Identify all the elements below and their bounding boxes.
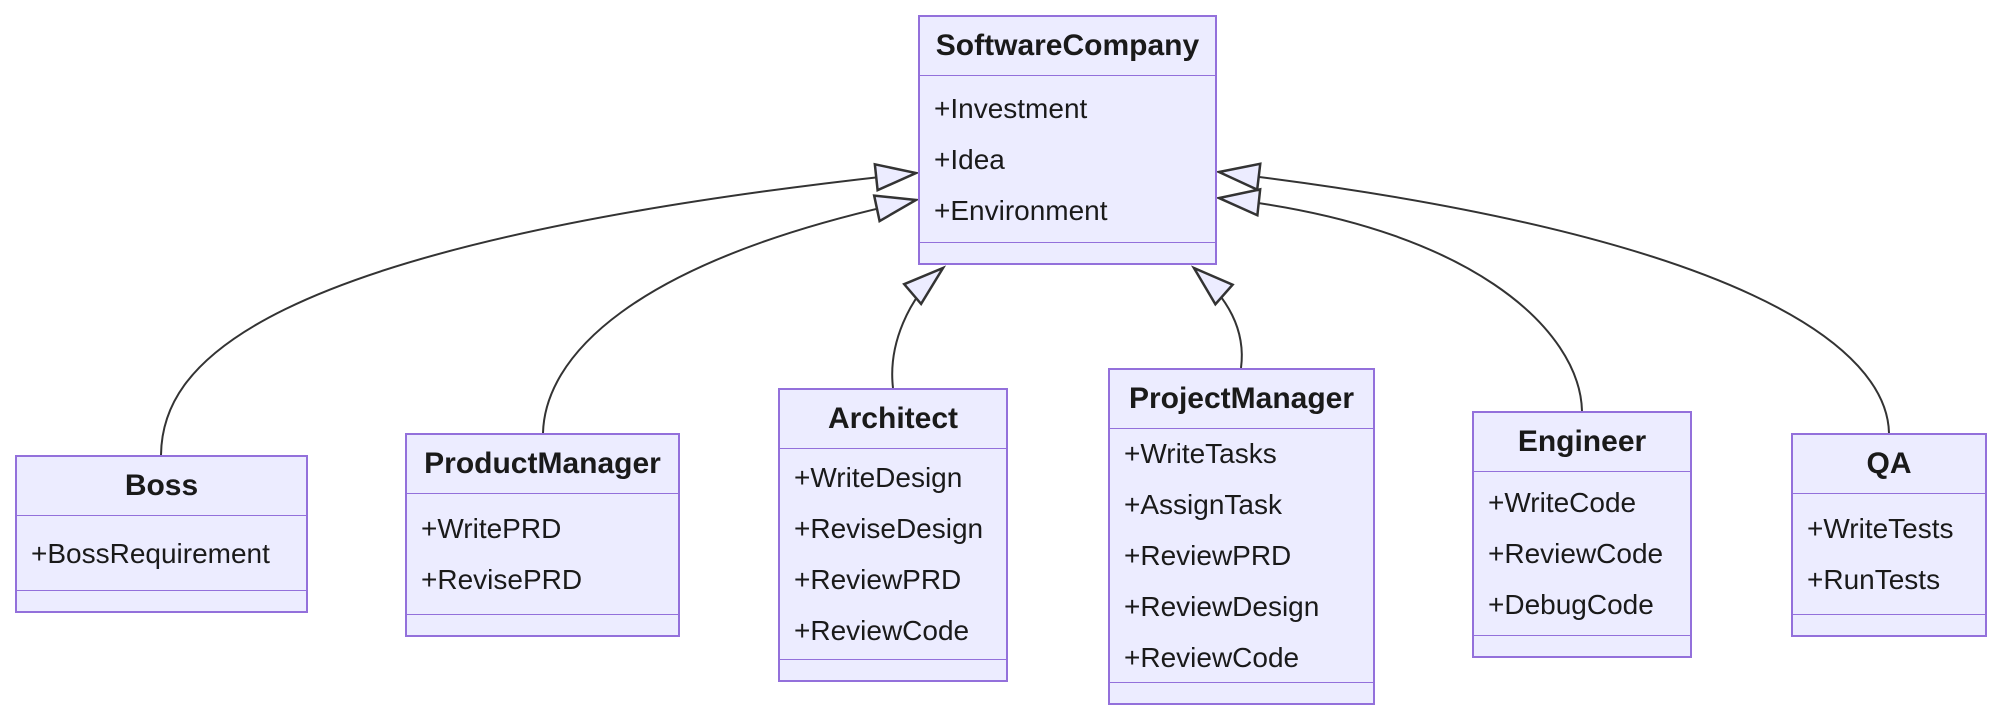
edge-architect-softwarecompany	[891, 268, 943, 389]
class-methods-empty	[1474, 635, 1690, 656]
class-title: Boss	[17, 457, 306, 516]
class-attributes: +WriteTests +RunTests	[1793, 494, 1985, 614]
class-attribute: +AssignTask	[1124, 489, 1282, 520]
class-engineer: Engineer +WriteCode +ReviewCode +DebugCo…	[1472, 411, 1692, 658]
class-attribute: +ReviewDesign	[1124, 591, 1320, 622]
class-qa: QA +WriteTests +RunTests	[1791, 433, 1987, 637]
edge-productmanager-softwarecompany	[542, 200, 916, 434]
class-title: Engineer	[1474, 413, 1690, 472]
class-attribute: +RunTests	[1807, 564, 1941, 595]
class-attribute: +WriteTests	[1807, 513, 1954, 544]
class-title: SoftwareCompany	[920, 17, 1215, 76]
class-methods-empty	[407, 614, 678, 635]
class-attribute: +WriteDesign	[794, 462, 963, 493]
edge-projectmanager-softwarecompany	[1194, 268, 1243, 369]
class-attribute: +ReviseDesign	[794, 513, 984, 544]
class-attribute: +BossRequirement	[31, 537, 270, 569]
class-attribute: +ReviewPRD	[794, 564, 962, 595]
edge-boss-softwarecompany	[160, 173, 916, 456]
class-softwarecompany: SoftwareCompany +Investment +Idea +Envir…	[918, 15, 1217, 265]
class-attribute: +Investment	[934, 92, 1088, 124]
edge-engineer-softwarecompany	[1219, 198, 1583, 412]
class-attributes: +WriteTasks +AssignTask +ReviewPRD +Revi…	[1110, 429, 1373, 682]
class-boss: Boss +BossRequirement	[15, 455, 308, 613]
class-methods-empty	[1793, 614, 1985, 635]
class-attribute: +DebugCode	[1488, 589, 1654, 620]
class-projectmanager: ProjectManager +WriteTasks +AssignTask +…	[1108, 368, 1375, 705]
class-attribute: +Idea	[934, 143, 1005, 175]
class-attributes: +BossRequirement	[17, 516, 306, 590]
class-attributes: +WriteCode +ReviewCode +DebugCode	[1474, 472, 1690, 635]
class-attribute: +RevisePRD	[421, 564, 583, 595]
class-productmanager: ProductManager +WritePRD +RevisePRD	[405, 433, 680, 637]
class-attribute: +WriteCode	[1488, 487, 1637, 518]
class-title: ProductManager	[407, 435, 678, 494]
class-attribute: +WriteTasks	[1124, 438, 1277, 469]
class-title: QA	[1793, 435, 1985, 494]
class-attributes: +WriteDesign +ReviseDesign +ReviewPRD +R…	[780, 449, 1006, 659]
class-attribute: +ReviewCode	[1488, 538, 1664, 569]
class-methods-empty	[17, 590, 306, 611]
class-attribute: +ReviewPRD	[1124, 540, 1292, 571]
class-title: Architect	[780, 390, 1006, 449]
class-methods-empty	[1110, 682, 1373, 703]
class-attributes: +Investment +Idea +Environment	[920, 76, 1215, 242]
class-methods-empty	[920, 242, 1215, 263]
edge-qa-softwarecompany	[1219, 172, 1890, 434]
class-attribute: +Environment	[934, 194, 1108, 226]
class-attribute: +WritePRD	[421, 513, 562, 544]
class-attributes: +WritePRD +RevisePRD	[407, 494, 678, 614]
class-title: ProjectManager	[1110, 370, 1373, 429]
class-attribute: +ReviewCode	[794, 615, 970, 646]
class-attribute: +ReviewCode	[1124, 642, 1300, 673]
class-architect: Architect +WriteDesign +ReviseDesign +Re…	[778, 388, 1008, 682]
class-methods-empty	[780, 659, 1006, 680]
